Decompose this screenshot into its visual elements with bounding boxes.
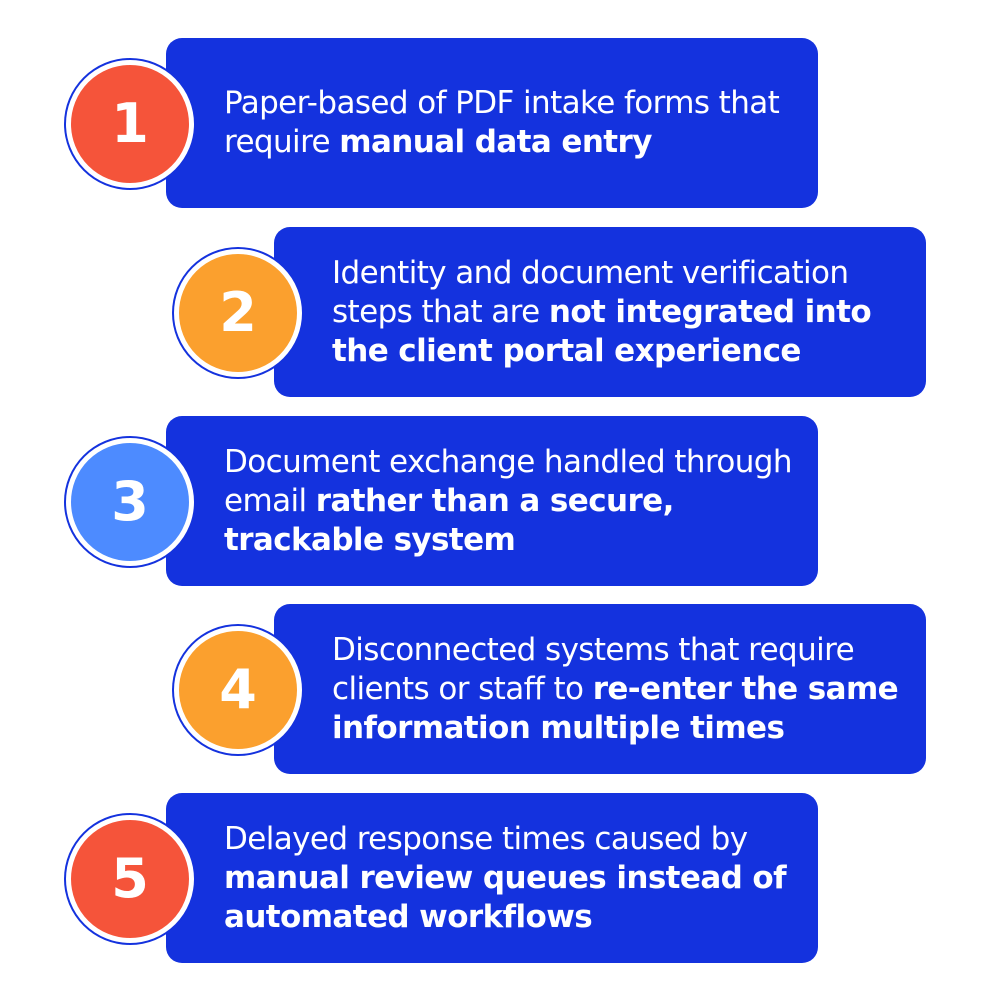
step-text-bold: not integrated into the client portal ex…	[332, 293, 872, 369]
step-text: Delayed response times caused by manual …	[224, 793, 824, 963]
step-card	[166, 793, 818, 963]
step-text: Disconnected systems that require client…	[332, 604, 932, 774]
step-number-badge: 2	[174, 249, 302, 377]
step-text-bold: rather than a secure, trackable system	[224, 482, 674, 558]
step-1: 1 Paper-based of PDF intake forms that r…	[66, 38, 836, 208]
step-text-regular: Disconnected systems that require client…	[332, 631, 855, 707]
step-number-badge: 5	[66, 815, 194, 943]
step-card	[274, 227, 926, 397]
step-text-regular: Identity and document verification steps…	[332, 254, 849, 330]
step-text-regular: Document exchange handled through email	[224, 443, 793, 519]
step-text-regular: Paper-based of PDF intake forms that req…	[224, 85, 780, 160]
step-text: Identity and document verification steps…	[332, 227, 932, 397]
step-text: Paper-based of PDF intake forms that req…	[224, 38, 824, 208]
step-4: 4 Disconnected systems that require clie…	[174, 604, 944, 774]
step-3: 3 Document exchange handled through emai…	[66, 416, 836, 586]
step-text: Document exchange handled through email …	[224, 416, 824, 586]
step-number-badge: 1	[66, 60, 194, 188]
step-number-badge: 3	[66, 438, 194, 566]
step-number-badge: 4	[174, 626, 302, 754]
step-text-regular: Delayed response times caused by	[224, 820, 748, 857]
step-card	[274, 604, 926, 774]
step-card	[166, 38, 818, 208]
step-5: 5 Delayed response times caused by manua…	[66, 793, 836, 963]
step-2: 2 Identity and document verification ste…	[174, 227, 944, 397]
step-card	[166, 416, 818, 586]
step-text-bold: manual data entry	[339, 124, 652, 160]
step-text-bold: manual review queues instead of automate…	[224, 859, 787, 935]
step-text-bold: re-enter the same information multiple t…	[332, 670, 899, 746]
